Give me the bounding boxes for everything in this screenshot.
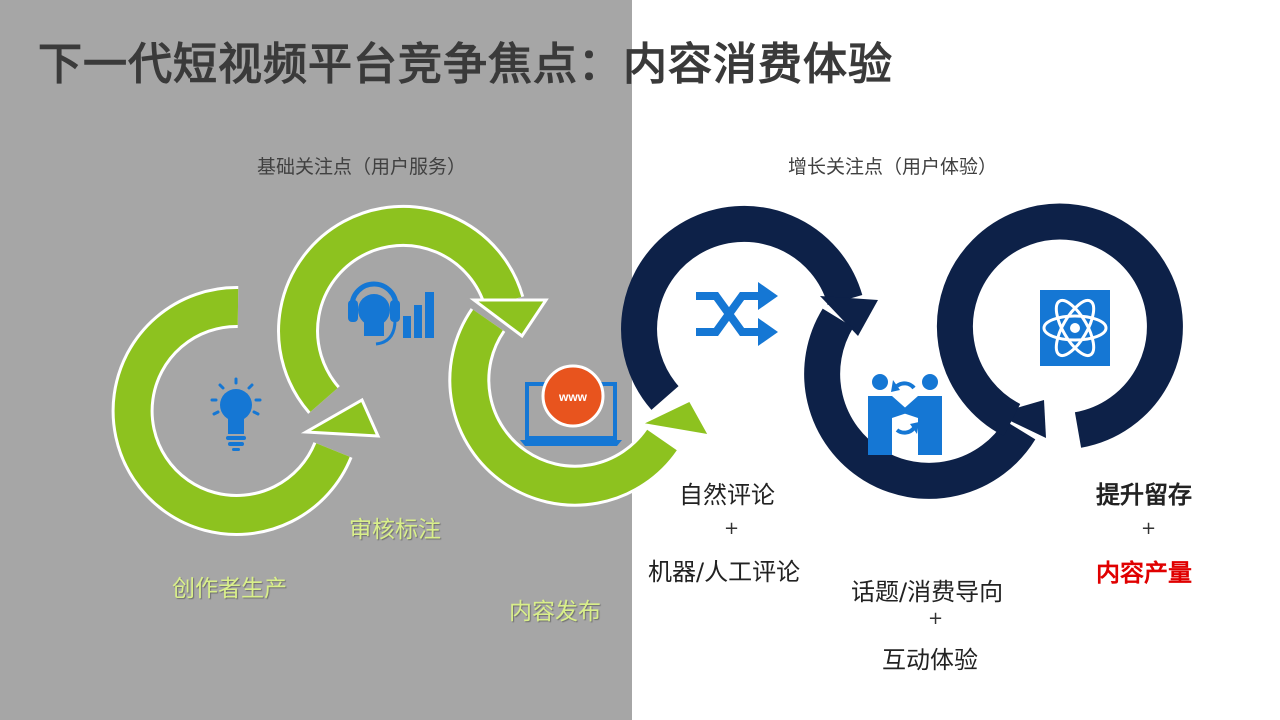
green-arrow-creator	[111, 285, 381, 536]
comment-top-label: 自然评论	[679, 481, 775, 509]
comment-plus: +	[724, 518, 740, 539]
page-title: 下一代短视频平台竞争焦点：内容消费体验	[38, 39, 893, 90]
green-arrow-publish	[448, 308, 713, 507]
retention-bottom-label: 内容产量	[1096, 559, 1192, 587]
stage-review-label: 审核标注	[349, 517, 441, 543]
right-heading: 增长关注点（用户体验）	[788, 156, 998, 178]
retention-top-label: 提升留存	[1096, 481, 1192, 509]
topic-top-label: 话题/消费导向	[851, 578, 1004, 606]
stage-publish-label: 内容发布	[509, 599, 601, 625]
navy-arrow-retention	[936, 203, 1183, 448]
navy-arrow-comment	[621, 205, 878, 410]
topic-bottom-label: 互动体验	[882, 646, 978, 674]
headset-signal-icon	[348, 281, 434, 346]
shuffle-icon	[696, 282, 778, 346]
laptop-www-icon: www	[520, 364, 622, 446]
stage-creator-label: 创作者生产	[172, 576, 287, 602]
topic-plus: +	[928, 608, 944, 629]
comment-bottom-label: 机器/人工评论	[648, 558, 801, 586]
navy-arrow-topic	[804, 308, 1046, 499]
green-arrow-review	[277, 204, 549, 414]
atom-icon	[1040, 290, 1110, 366]
lightbulb-icon	[210, 377, 262, 451]
left-heading: 基础关注点（用户服务）	[257, 156, 467, 178]
retention-plus: +	[1141, 518, 1157, 539]
svg-text:www: www	[558, 390, 588, 404]
handshake-exchange-icon	[868, 374, 942, 455]
